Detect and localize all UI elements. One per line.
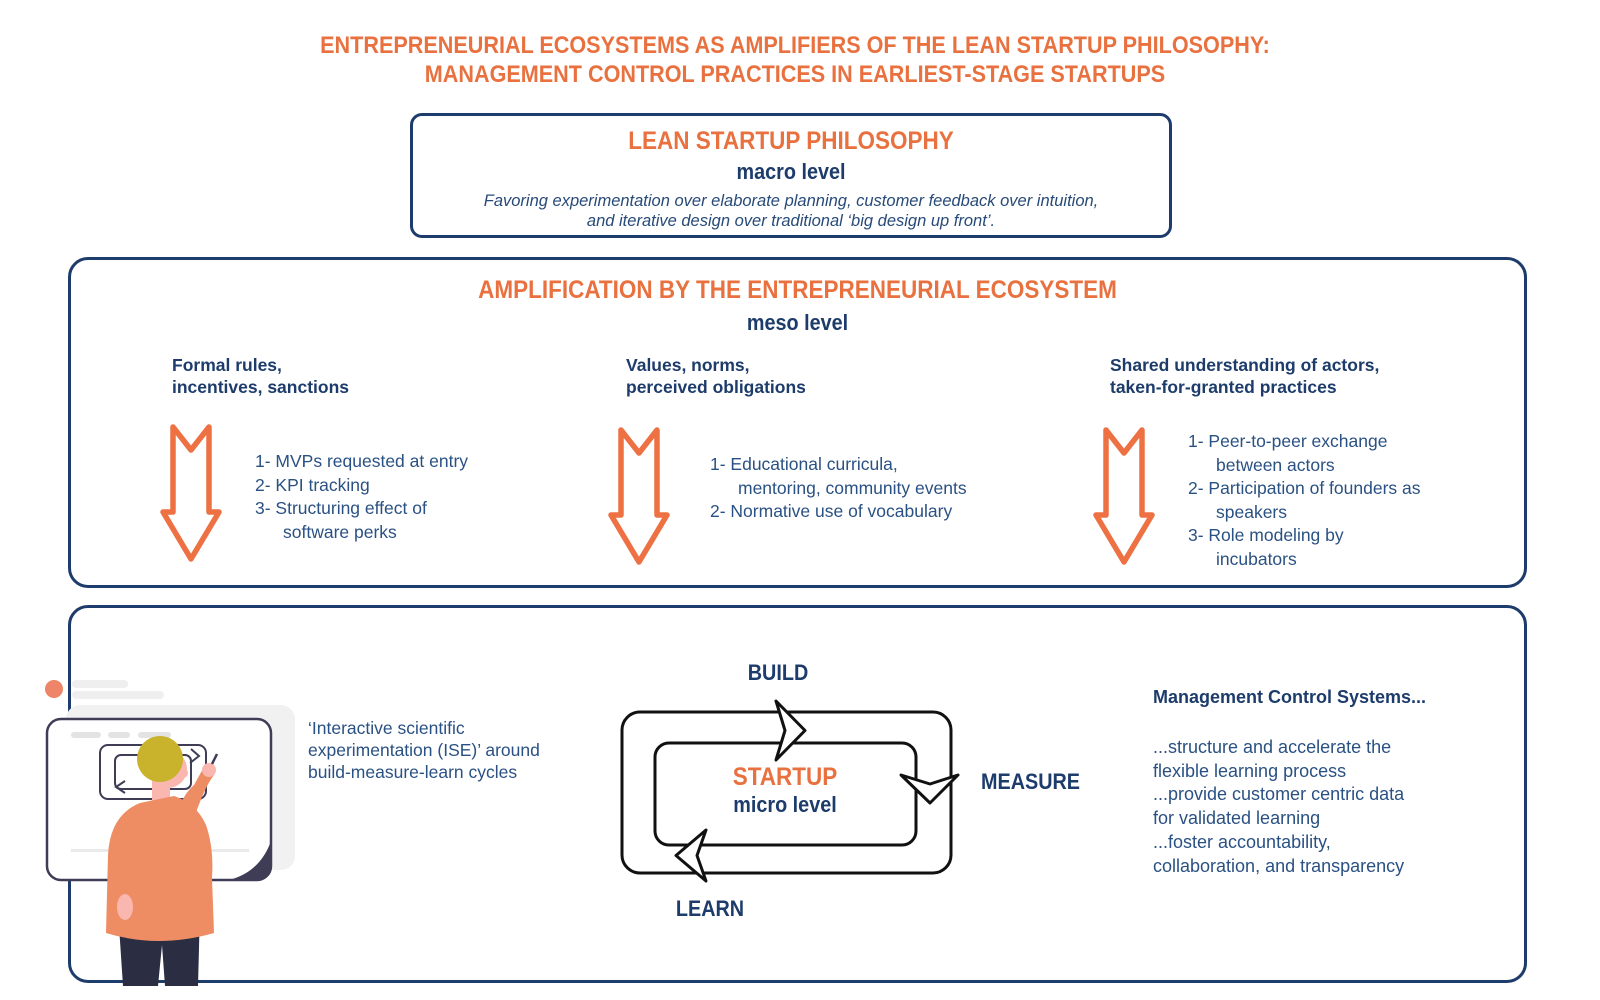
ise-note: ‘Interactive scientific experimentation … [308,718,540,782]
person [106,736,219,986]
down-arrow-icon [160,424,222,562]
shirt [106,796,214,941]
list-item: 3- Role modeling by incubators [1188,525,1344,569]
macro-level-label: macro level [736,159,846,184]
hair [137,736,183,782]
folded-corner [229,841,271,880]
column3-heading: Shared understanding of actors, taken-fo… [1110,355,1380,397]
meso-box-title: AMPLIFICATION BY THE ENTREPRENEURIAL ECO… [478,276,1117,304]
list-item: 1- Peer-to-peer exchange between actors [1188,431,1388,475]
mcs-heading: Management Control Systems... [1153,687,1427,707]
meso-level-box: AMPLIFICATION BY THE ENTREPRENEURIAL ECO… [68,257,1527,588]
mcs-body: ...structure and accelerate the flexible… [1153,737,1405,876]
ear [178,768,188,778]
startup-label: STARTUP [732,763,838,791]
loop-arrowhead-right [774,699,807,762]
list-item: 2- KPI tracking [255,474,370,495]
macro-box-title: LEAN STARTUP PHILOSOPHY [628,127,954,155]
column3-list: 1- Peer-to-peer exchange between actors … [1188,430,1421,571]
person-at-whiteboard-illustration [45,680,295,986]
right-hand [202,763,216,777]
meso-level-label: meso level [746,310,849,335]
micro-level-box: ‘Interactive scientific experimentation … [45,605,1527,986]
left-hand [117,894,133,920]
list-item: 1- MVPs requested at entry [255,451,469,471]
list-item: 1- Educational curricula, mentoring, com… [710,454,967,498]
build-measure-learn-loop-icon [620,699,960,883]
column2-list: 1- Educational curricula, mentoring, com… [710,453,967,524]
loop-arrowhead-left [674,828,708,883]
list-item: 2- Normative use of vocabulary [710,501,953,521]
page-title: ENTREPRENEURIAL ECOSYSTEMS AS AMPLIFIERS… [320,32,1270,88]
loop-arrowhead-down [899,773,960,805]
right-arm [176,767,214,825]
list-item: 3- Structuring effect of software perks [255,498,427,542]
list-item: 2- Participation of founders as speakers [1188,478,1421,522]
column1-list: 1- MVPs requested at entry 2- KPI tracki… [255,450,468,544]
down-arrow-icon [1093,427,1155,565]
loop-measure-label: MEASURE [981,769,1081,794]
loop-learn-label: LEARN [675,896,745,921]
macro-level-box: LEAN STARTUP PHILOSOPHY macro level Favo… [410,113,1172,238]
macro-description: Favoring experimentation over elaborate … [483,192,1099,230]
down-arrow-icon [608,427,670,565]
loop-build-label: BUILD [747,660,809,685]
marker [210,753,219,765]
micro-level-label: micro level [733,792,837,817]
column2-heading: Values, norms, perceived obligations [626,355,806,397]
orange-dot-icon [45,680,63,698]
column1-heading: Formal rules, incentives, sanctions [172,355,350,397]
